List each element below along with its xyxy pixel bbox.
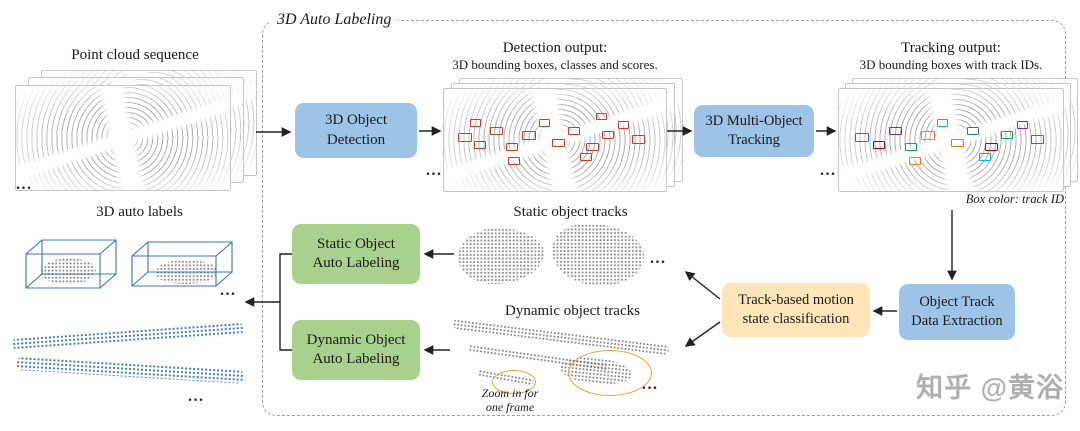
auto-labeling-container [262, 20, 1066, 416]
bounding-box [508, 157, 520, 165]
bounding-box [951, 139, 964, 147]
bounding-box [586, 143, 599, 151]
ellipsis: ... [220, 282, 237, 299]
wireframe-cuboid [25, 239, 117, 289]
bounding-box [552, 139, 565, 147]
bounding-box [470, 119, 481, 127]
ellipsis: ... [820, 162, 837, 179]
bounding-box [506, 143, 518, 151]
motion-classification-node: Track-based motion state classification [722, 283, 870, 337]
point-cloud-sequence-label: Point cloud sequence [71, 47, 199, 63]
detection-image-stack [443, 78, 683, 192]
bounding-box [1017, 121, 1028, 129]
diagram-title: 3D Auto Labeling [270, 11, 399, 29]
static-tracks-label: Static object tracks [513, 204, 628, 220]
bounding-box [602, 131, 614, 139]
static-labeling-node: Static Object Auto Labeling [292, 224, 420, 284]
tracking-output-caption: Tracking output: 3D bounding boxes with … [838, 40, 1064, 73]
auto-labels-visual [14, 222, 246, 302]
point-cloud-stack [15, 70, 275, 195]
bounding-box [909, 157, 921, 165]
detection-node: 3D Object Detection [295, 103, 417, 158]
wireframe-boxes [25, 239, 233, 289]
detection-output-caption: Detection output: 3D bounding boxes, cla… [444, 40, 666, 73]
point-cloud-frame [15, 85, 231, 191]
bounding-box [568, 127, 580, 135]
ellipsis: ... [188, 388, 205, 405]
watermark: 知乎 @黄浴 [916, 373, 1064, 403]
labeled-track-visual [15, 356, 245, 384]
bounding-box [873, 141, 885, 149]
bounding-box [596, 113, 607, 120]
tracking-image-stack [838, 78, 1078, 192]
tracking-node: 3D Multi-Object Tracking [694, 105, 814, 157]
box-color-note: Box color: track ID [965, 192, 1064, 206]
auto-labels-label: 3D auto labels [96, 204, 183, 220]
bounding-box [905, 143, 917, 151]
bounding-box [458, 133, 472, 142]
static-track-cloud [552, 224, 644, 286]
wireframe-cuboid [131, 241, 233, 287]
bounding-box [1001, 131, 1013, 139]
bounding-box [979, 153, 991, 161]
detection-image [443, 88, 667, 192]
bounding-box [474, 141, 486, 149]
tracking-output-sub: 3D bounding boxes with track IDs. [859, 57, 1043, 72]
labeled-track-visual [11, 321, 245, 352]
tracking-output-title: Tracking output: [901, 40, 1001, 56]
bounding-box [632, 135, 645, 144]
bounding-box [539, 119, 550, 127]
bounding-box [921, 131, 935, 140]
bounding-box [937, 119, 948, 127]
bounding-box [580, 153, 592, 161]
ellipsis: ... [650, 250, 667, 267]
zoom-note: Zoom in for one frame [481, 386, 539, 415]
detection-output-title: Detection output: [502, 40, 608, 56]
bounding-box [967, 127, 979, 135]
zoom-annotation-ellipse [568, 350, 652, 396]
bounding-box [985, 143, 998, 151]
bounding-box [618, 121, 629, 129]
ellipsis: ... [16, 176, 33, 193]
bounding-box [1031, 135, 1044, 144]
detection-output-sub: 3D bounding boxes, classes and scores. [452, 57, 658, 72]
dynamic-tracks-label: Dynamic object tracks [505, 303, 640, 319]
labeled-object-cloud [40, 258, 96, 284]
zoom-annotation-ellipse [492, 370, 536, 394]
bounding-box [889, 127, 902, 135]
extraction-node: Object Track Data Extraction [899, 284, 1015, 340]
ellipsis: ... [426, 162, 443, 179]
dynamic-labeling-node: Dynamic Object Auto Labeling [292, 320, 420, 380]
bounding-box [855, 133, 869, 142]
bounding-box [490, 127, 503, 135]
tracking-image [838, 88, 1064, 192]
bounding-box [522, 131, 536, 140]
